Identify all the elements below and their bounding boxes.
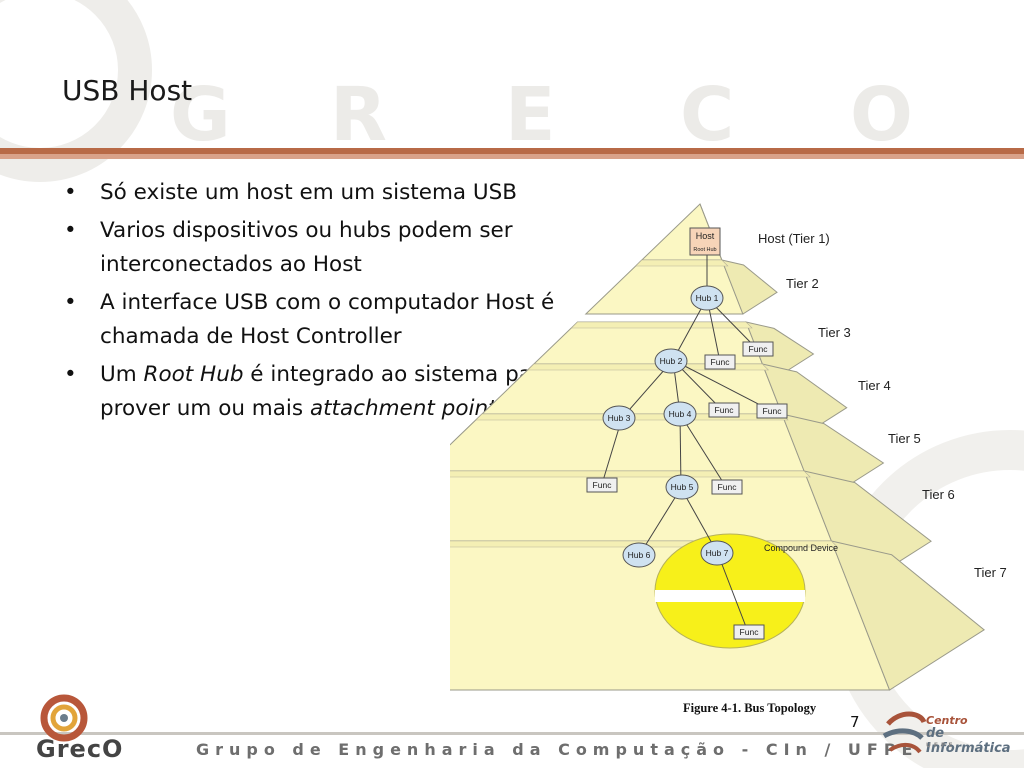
func-box [711,479,743,495]
bullet-dot-icon: • [64,362,77,387]
bullet-item: • Um Root Hub é integrado ao sistema para… [62,358,622,426]
tier-top-edge [570,321,753,329]
title-rule [0,148,1024,154]
watermark-letter: O [850,72,915,158]
func-label: Func [740,627,760,637]
cin-name-line3: UFPE [926,742,956,749]
cin-name-line1: Centro [926,714,968,727]
hub-label: Hub 5 [671,482,694,492]
bullet-emphasis: Root Hub [143,362,244,387]
footer-text: Grupo de Engenharia da Computação - CIn … [196,740,919,759]
tier-label: Tier 7 [974,565,1007,580]
connection-line [679,413,727,488]
hub-node [700,540,734,566]
bullet-dot-icon: • [64,290,77,315]
bullet-dot-icon: • [64,180,77,205]
tier-side-face [721,259,778,315]
hub-node [690,285,724,311]
hub-node [654,348,688,374]
watermark-letter: R [330,72,389,158]
connection-line [672,359,771,411]
connection-line [639,487,682,555]
figure-caption: Figure 4-1. Bus Topology [683,701,817,715]
hub-node [665,474,699,500]
bullet-list: • Só existe um host em um sistema USB • Var… [62,176,622,430]
slide-title: USB Host [62,74,193,107]
tier-label: Tier 2 [786,276,819,291]
hub-node [622,542,656,568]
watermark-letter: E [505,72,558,158]
tier-label: Tier 6 [922,487,955,502]
tier-gap [655,590,805,602]
func-box [756,403,788,419]
tier-side-face [745,321,815,383]
bullet-text: A interface USB com o computador Host é … [100,290,555,349]
tier-side-face [830,540,985,691]
watermark-letter: G [170,72,233,158]
hub-label: Hub 1 [696,293,719,303]
bullet-text: Varios dispositivos ou hubs podem ser in… [100,218,513,277]
tier-label: Tier 5 [888,431,921,446]
cin-name-line2: de Informática [926,726,1011,756]
func-box [708,402,740,418]
func-box [742,341,774,357]
func-label: Func [763,406,783,416]
tier-label: Tier 3 [818,325,851,340]
tier-label: Tier 4 [858,378,891,393]
hub-node [602,405,636,431]
greco-logo-icon [40,694,88,742]
footer-rule [0,732,1024,735]
func-box [586,477,618,493]
bullet-item: • Só existe um host em um sistema USB [62,176,622,210]
bullet-text: Um [100,362,144,387]
tier-top-edge [450,470,811,478]
roothub-label: Root Hub [693,247,716,253]
watermark-letter: C [680,72,737,158]
tier-top-edge [635,259,729,267]
bullet-text: Só existe um host em um sistema USB [100,180,518,205]
hub-label: Hub 6 [628,550,651,560]
host-label: Host [696,231,715,241]
bullet-item: • Varios dispositivos ou hubs podem ser i… [62,214,622,282]
func-label: Func [593,480,613,490]
hub-node [663,401,697,427]
bullet-item: • A interface USB com o computador Host é… [62,286,622,354]
page-number: 7 [850,713,860,731]
hub-label: Hub 7 [706,548,729,558]
hub-label: Hub 2 [660,356,683,366]
bullet-emphasis: attachment points [309,396,508,421]
bullet-dot-icon: • [64,218,77,243]
func-label: Func [718,482,738,492]
func-label: Func [749,344,769,354]
watermark-swirl [0,0,152,182]
func-label: Func [711,357,731,367]
cin-logo-icon [882,711,927,754]
func-label: Func [715,405,735,415]
connection-line [717,553,749,633]
title-rule-shade [0,154,1024,159]
greco-name: GrecO [36,735,124,763]
tier-label: Host (Tier 1) [758,231,830,246]
hub-label: Hub 3 [608,413,631,423]
func-box [704,354,736,370]
compound-device-label: Compound Device [764,543,838,553]
hub-label: Hub 4 [669,409,692,419]
host-box [689,227,721,256]
bullet-text: é integrado ao sistema para prover um ou… [100,362,554,421]
func-box [733,624,765,640]
